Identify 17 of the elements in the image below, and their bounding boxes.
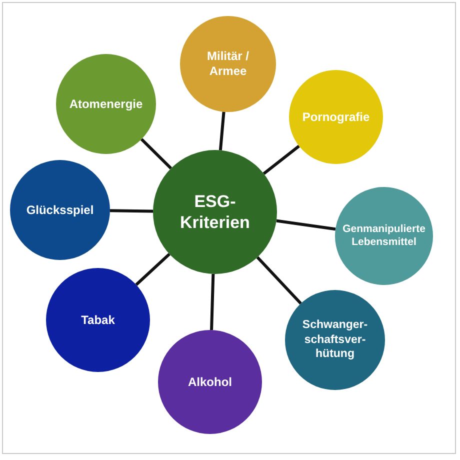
- circle-label: Alkohol: [188, 374, 232, 390]
- circle-label: Glücksspiel: [26, 202, 94, 218]
- connector-line: [256, 256, 302, 305]
- circle-label: Tabak: [81, 312, 115, 328]
- connector-line: [135, 252, 170, 286]
- connector-line: [140, 138, 172, 170]
- connector-line: [218, 112, 226, 150]
- circle-label: Militär / Armee: [206, 49, 250, 79]
- connector-line: [110, 209, 154, 213]
- connector-line: [210, 274, 215, 330]
- connector-line: [262, 144, 300, 175]
- connector-line: [276, 219, 336, 231]
- circle-label: Pornografie: [302, 110, 370, 124]
- circle-label: Genmanipulierte Lebensmittel: [342, 222, 426, 250]
- circle-label: Atomenergie: [69, 96, 143, 112]
- circle-label: ESG-Kriterien: [179, 190, 251, 234]
- circle-label: Schwanger-schaftsver-hütung: [301, 318, 369, 362]
